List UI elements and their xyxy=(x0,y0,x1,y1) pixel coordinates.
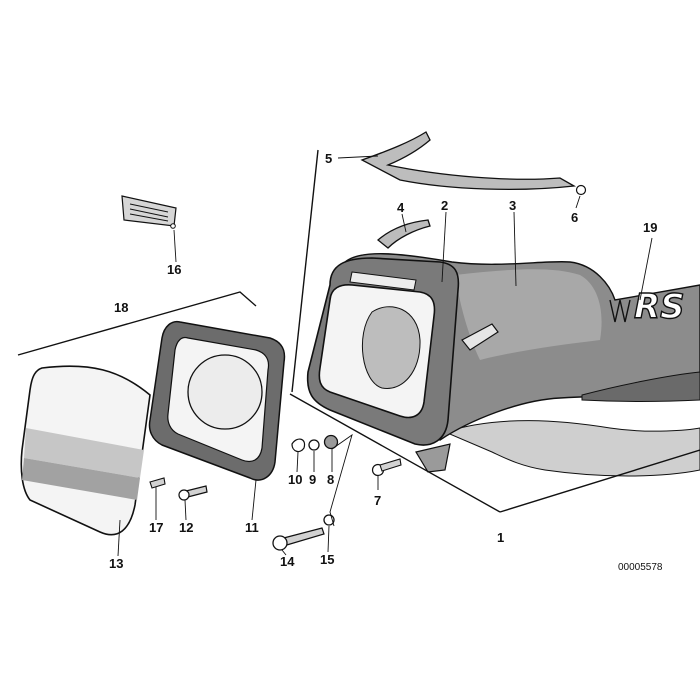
leader-11 xyxy=(251,479,257,521)
grommet-8 xyxy=(323,434,339,450)
reflector-screw xyxy=(170,223,176,229)
callout-2: 2 xyxy=(441,198,448,213)
leader-14 xyxy=(281,549,287,556)
decal-rs: RS xyxy=(634,287,685,327)
reflector-badge xyxy=(121,195,177,227)
leader-5 xyxy=(337,155,379,159)
callout-4: 4 xyxy=(397,200,405,215)
headlight-inner-ring xyxy=(361,306,421,389)
leader-1c xyxy=(291,149,319,393)
callout-12: 12 xyxy=(179,520,193,535)
frame-round-cutout xyxy=(187,354,263,430)
callout-17: 17 xyxy=(149,520,163,535)
decal-m-stripes xyxy=(609,299,631,323)
callout-15: 15 xyxy=(320,552,334,567)
leader-8b xyxy=(329,433,353,527)
leader-16 xyxy=(173,229,177,263)
clip-10 xyxy=(291,438,306,453)
leader-1 xyxy=(289,393,501,513)
washer-9 xyxy=(308,439,320,451)
screw-12-head xyxy=(178,489,190,501)
leader-1b xyxy=(499,449,700,513)
lens-dark-band xyxy=(22,458,140,500)
screw-6 xyxy=(575,184,587,196)
callout-16: 16 xyxy=(167,262,181,277)
callout-18: 18 xyxy=(114,300,128,315)
screw-7 xyxy=(379,458,402,472)
fairing-vent xyxy=(461,323,499,351)
leader-12 xyxy=(184,499,187,521)
leader-4 xyxy=(401,213,407,233)
fairing-side-highlight xyxy=(455,269,602,360)
reflector-grille xyxy=(129,203,169,222)
leader-3 xyxy=(513,211,517,287)
leader-13 xyxy=(117,519,121,557)
callout-7: 7 xyxy=(374,493,381,508)
callout-8: 8 xyxy=(327,472,334,487)
bolt-14-head xyxy=(272,535,288,551)
callout-11: 11 xyxy=(245,520,259,535)
callout-3: 3 xyxy=(509,198,516,213)
leader-10 xyxy=(296,451,299,473)
callout-13: 13 xyxy=(109,556,123,571)
leader-15 xyxy=(327,525,330,553)
screw-17 xyxy=(149,477,166,489)
reference-number: 00005578 xyxy=(618,562,663,573)
housing-vent-slot xyxy=(349,271,417,291)
callout-9: 9 xyxy=(309,472,316,487)
callout-19: 19 xyxy=(643,220,657,235)
fairing-lower xyxy=(581,371,700,402)
callout-10: 10 xyxy=(288,472,302,487)
callout-6: 6 xyxy=(571,210,578,225)
fairing-shadow xyxy=(443,420,700,477)
leader-6 xyxy=(575,195,581,209)
bracket-18 xyxy=(17,291,257,356)
callout-5: 5 xyxy=(325,151,332,166)
windshield-trim xyxy=(360,131,577,191)
leader-2 xyxy=(441,211,447,283)
callout-14: 14 xyxy=(280,554,295,569)
leader-19 xyxy=(639,237,653,301)
lens-shading-band xyxy=(24,428,144,478)
trim-strip-small xyxy=(376,219,431,249)
mount-bracket xyxy=(415,443,451,473)
callout-1: 1 xyxy=(497,530,504,545)
